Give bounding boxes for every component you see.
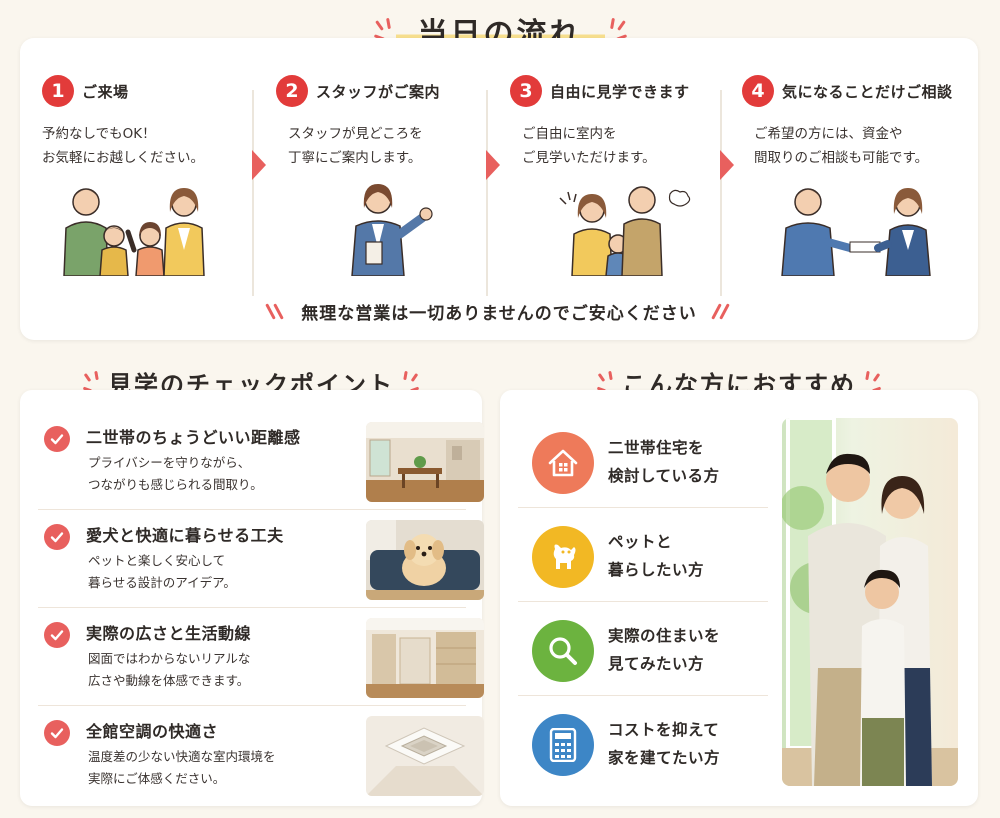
check-icon: [44, 426, 70, 452]
checkpoint-desc-line: つながりも感じられる間取り。: [88, 477, 263, 492]
step-divider: [486, 90, 488, 296]
checkpoint-title: 実際の広さと生活動線: [86, 624, 252, 643]
dog-icon: [532, 526, 594, 588]
step-title: 自由に見学できます: [550, 82, 690, 101]
living-room-photo: [366, 422, 484, 502]
staff-guide-illustration: [351, 184, 433, 276]
check-icon: [44, 622, 70, 648]
interior-hallway-photo: [366, 618, 484, 698]
family-arrival-illustration: [63, 188, 205, 276]
reassurance-note: 無理な営業は一切ありませんのでご安心ください: [20, 294, 978, 328]
step-desc-line: ご自由に室内を: [522, 126, 617, 142]
check-icon: [44, 720, 70, 746]
recommend-line: コストを抑えて: [608, 721, 720, 739]
checkpoint-desc-line: ペットと楽しく安心して: [88, 553, 226, 568]
recommend-item: コストを抑えて 家を建てたい方: [518, 696, 768, 790]
checkpoint-item: 実際の広さと生活動線 図面ではわからないリアルな 広さや動線を体感できます。: [38, 610, 484, 706]
family-photo: [782, 418, 958, 786]
recommend-panel: 二世帯住宅を 検討している方 ペットと 暮らしたい方 実際の住まいを 見て: [500, 390, 978, 806]
checkpoint-item: 全館空調の快適さ 温度差の少ない快適な室内環境を 実際にご体感ください。: [38, 708, 484, 804]
arrow-right-icon: [252, 150, 266, 180]
step-number: 1: [42, 75, 74, 107]
calculator-icon: [532, 714, 594, 776]
recommend-line: 検討している方: [608, 467, 720, 485]
recommend-item: ペットと 暮らしたい方: [518, 508, 768, 602]
step-1: 1 ご来場 予約なしでもOK！ お気軽にお越しください。: [42, 74, 268, 276]
step-title: 気になることだけご相談: [782, 82, 953, 101]
reassurance-text: 無理な営業は一切ありませんのでご安心ください: [301, 303, 697, 324]
step-number: 3: [510, 75, 542, 107]
step-desc-line: お気軽にお越しください。: [42, 150, 204, 166]
checkpoint-item: 愛犬と快適に暮らせる工夫 ペットと楽しく安心して 暮らせる設計のアイデア。: [38, 512, 484, 608]
slash-right-icon: [710, 301, 733, 321]
step-2: 2 スタッフがご案内 スタッフが見どころを 丁寧にご案内します。: [276, 74, 502, 276]
recommend-item: 二世帯住宅を 検討している方: [518, 414, 768, 508]
step-desc-line: ご希望の方には、資金や: [754, 126, 903, 142]
check-icon: [44, 524, 70, 550]
checkpoint-title: 愛犬と快適に暮らせる工夫: [86, 526, 284, 545]
checkpoint-desc-line: プライバシーを守りながら、: [88, 455, 251, 470]
recommend-line: 暮らしたい方: [608, 561, 705, 579]
checkpoint-desc-line: 図面ではわからないリアルな: [88, 651, 251, 666]
recommend-line: 実際の住まいを: [608, 627, 721, 645]
step-3: 3 自由に見学できます ご自由に室内を ご見学いただけます。: [510, 74, 736, 276]
checkpoints-panel: 二世帯のちょうどいい距離感 プライバシーを守りながら、 つながりも感じられる間取…: [20, 390, 484, 806]
step-number: 2: [276, 75, 308, 107]
recommend-line: 見てみたい方: [608, 655, 705, 673]
step-number: 4: [742, 75, 774, 107]
flow-card: 1 ご来場 予約なしでもOK！ お気軽にお越しください。: [20, 38, 978, 340]
house-icon: [532, 432, 594, 494]
step-desc-line: 丁寧にご案内します。: [288, 150, 422, 166]
consultation-illustration: [781, 188, 931, 276]
magnifier-icon: [532, 620, 594, 682]
step-desc-line: 予約なしでもOK！: [42, 126, 156, 142]
checkpoint-desc-line: 実際にご体感ください。: [88, 771, 226, 786]
step-divider: [720, 90, 722, 296]
step-desc-line: ご見学いただけます。: [522, 150, 656, 166]
step-divider: [252, 90, 254, 296]
step-desc-line: スタッフが見どころを: [288, 126, 423, 142]
ceiling-air-conditioner-photo: [366, 716, 484, 796]
checkpoint-item: 二世帯のちょうどいい距離感 プライバシーを守りながら、 つながりも感じられる間取…: [38, 414, 484, 510]
step-title: スタッフがご案内: [316, 82, 441, 101]
checkpoint-desc-line: 広さや動線を体感できます。: [88, 673, 250, 688]
dog-on-sofa-photo: [366, 520, 484, 600]
checkpoint-title: 二世帯のちょうどいい距離感: [86, 428, 301, 447]
slash-left-icon: [265, 301, 287, 321]
step-title: ご来場: [82, 82, 129, 101]
checkpoint-desc-line: 暮らせる設計のアイデア。: [88, 575, 236, 590]
step-desc-line: 間取りのご相談も可能です。: [754, 150, 929, 166]
step-4: 4 気になることだけご相談 ご希望の方には、資金や 間取りのご相談も可能です。: [742, 74, 968, 276]
recommend-line: 二世帯住宅を: [608, 439, 705, 457]
free-tour-illustration: [559, 186, 691, 276]
checkpoint-desc-line: 温度差の少ない快適な室内環境を: [88, 749, 276, 764]
recommend-item: 実際の住まいを 見てみたい方: [518, 602, 768, 696]
checkpoint-title: 全館空調の快適さ: [86, 722, 219, 741]
arrow-right-icon: [720, 150, 734, 180]
recommend-line: 家を建てたい方: [608, 749, 721, 767]
recommend-line: ペットと: [608, 533, 673, 551]
arrow-right-icon: [486, 150, 500, 180]
